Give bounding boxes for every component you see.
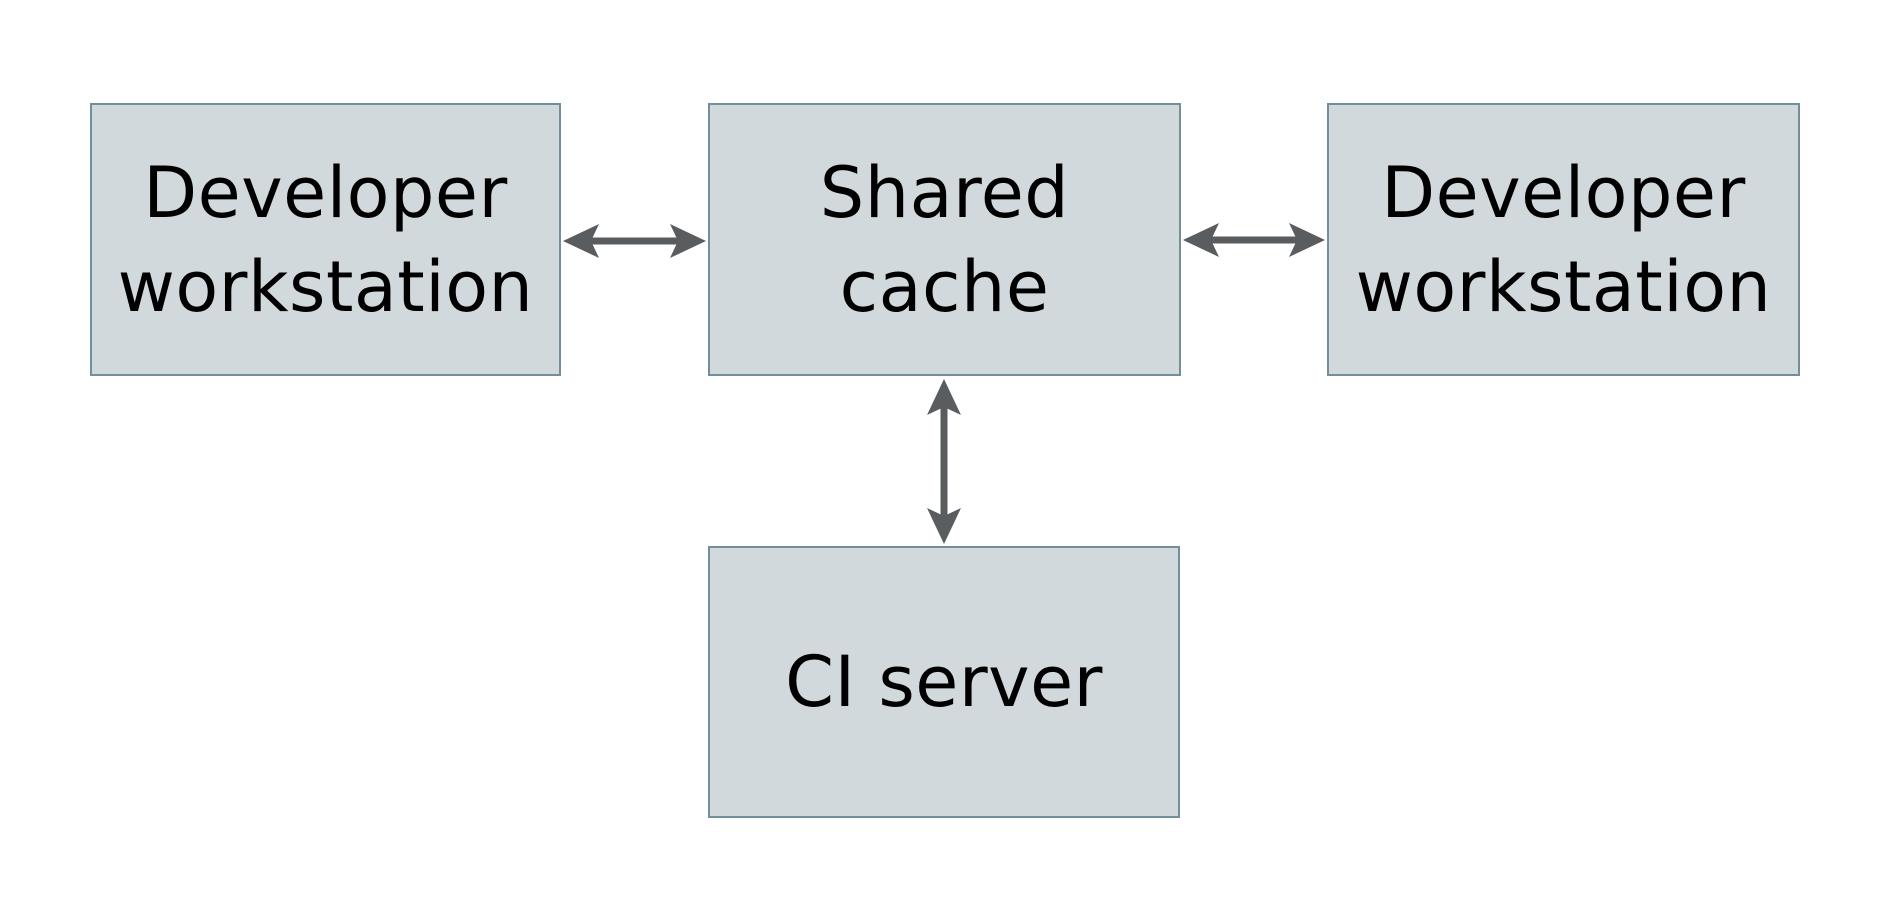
- edge-cache-ciserver: [922, 377, 966, 546]
- node-label-developer-workstation-left: Developer workstation: [118, 146, 534, 334]
- label-line: Shared: [819, 151, 1070, 234]
- node-label-shared-cache: Shared cache: [820, 146, 1069, 334]
- node-ci-server: CI server: [708, 546, 1180, 818]
- label-line: cache: [839, 245, 1050, 328]
- node-shared-cache: Shared cache: [708, 103, 1181, 376]
- node-label-ci-server: CI server: [785, 635, 1103, 729]
- label-line: CI server: [785, 641, 1103, 723]
- bidirectional-arrow-icon: [927, 379, 961, 544]
- bidirectional-arrow-icon: [563, 224, 706, 258]
- label-line: workstation: [117, 245, 534, 328]
- edge-cache-devright: [1181, 218, 1327, 262]
- label-line: Developer: [1381, 151, 1746, 234]
- node-developer-workstation-right: Developer workstation: [1327, 103, 1800, 376]
- label-line: Developer: [143, 151, 508, 234]
- edge-devleft-cache: [561, 219, 708, 263]
- bidirectional-arrow-icon: [1183, 223, 1325, 257]
- node-label-developer-workstation-right: Developer workstation: [1356, 146, 1772, 334]
- label-line: workstation: [1355, 245, 1772, 328]
- node-developer-workstation-left: Developer workstation: [90, 103, 561, 376]
